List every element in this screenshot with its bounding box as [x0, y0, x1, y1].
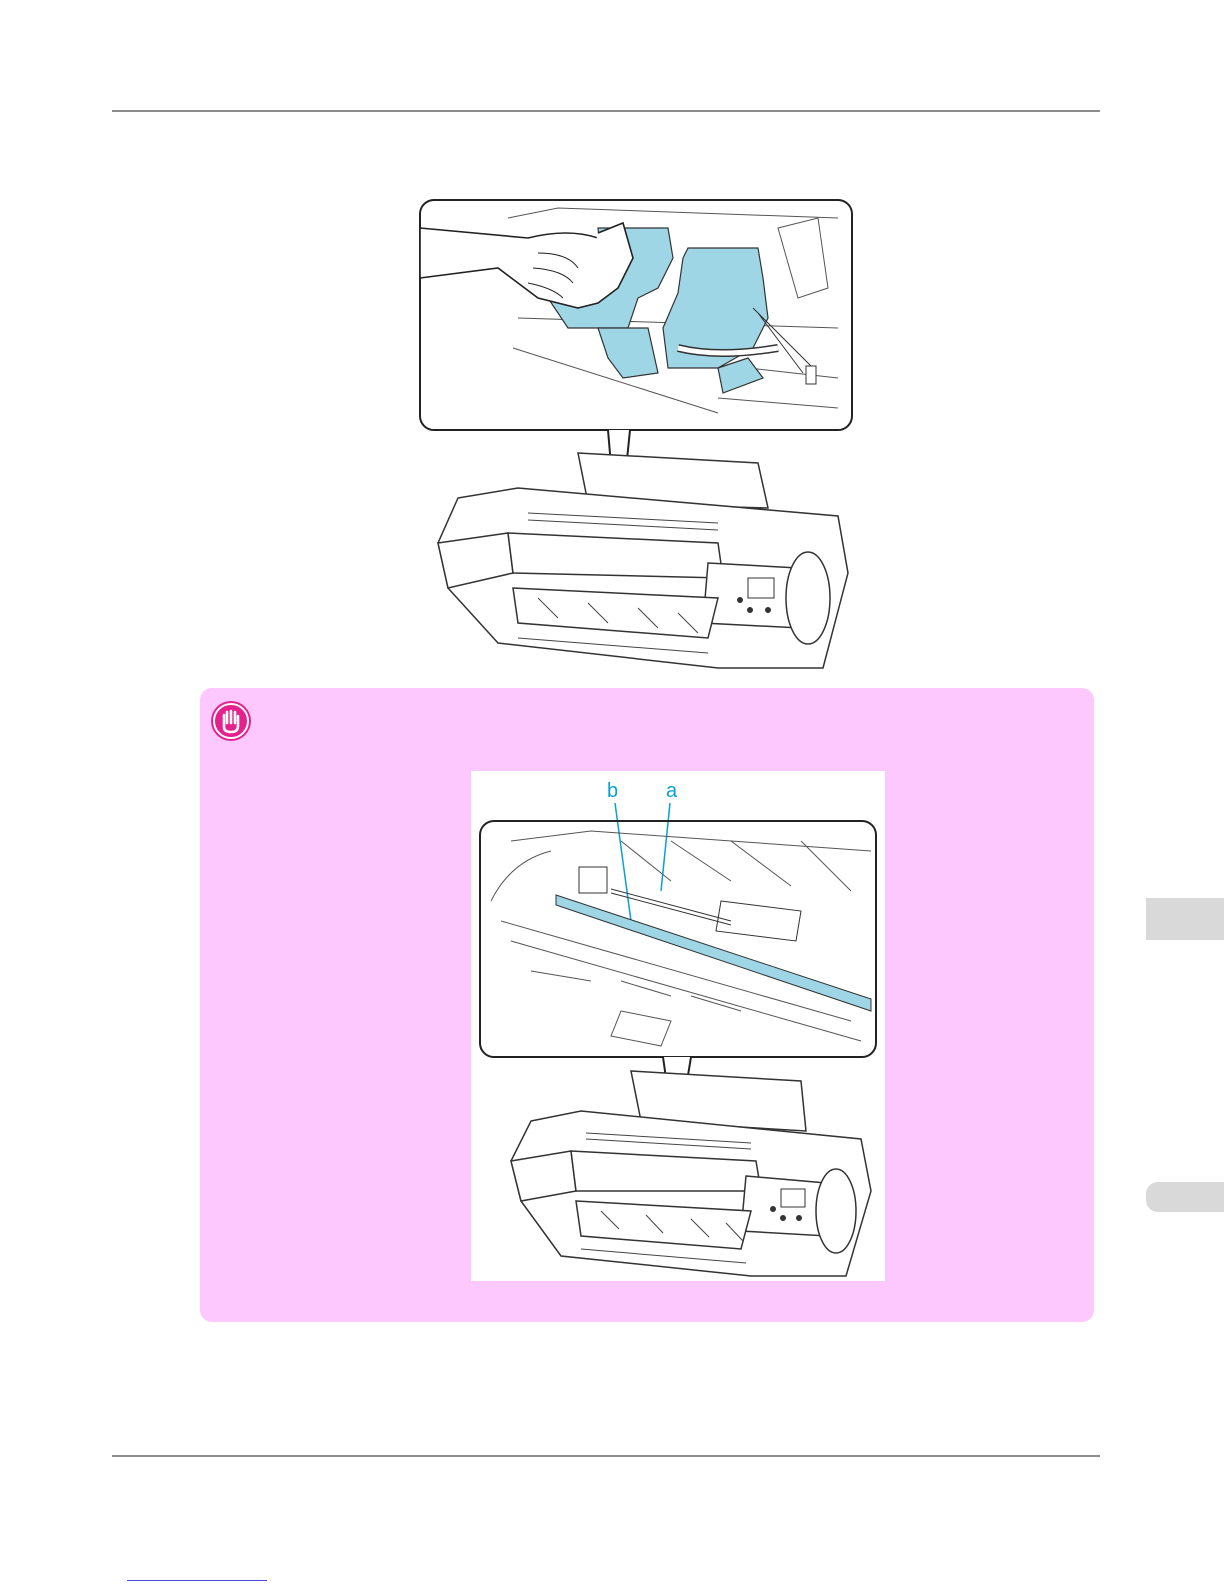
callout-label-a: a [666, 780, 678, 802]
section-tab [1146, 1182, 1224, 1212]
header-rule [112, 110, 1100, 112]
chapter-tab [1146, 898, 1224, 940]
important-note: b a [200, 688, 1094, 1322]
important-hand-icon [211, 701, 251, 741]
platen-cleaning-illustration: b a [471, 771, 885, 1281]
callout-line-a [661, 803, 670, 891]
callout-label-b: b [607, 780, 618, 802]
footer-rule [112, 1455, 1100, 1457]
carriage-cleaning-illustration [418, 198, 854, 678]
footer-link-underline[interactable] [127, 1580, 267, 1581]
